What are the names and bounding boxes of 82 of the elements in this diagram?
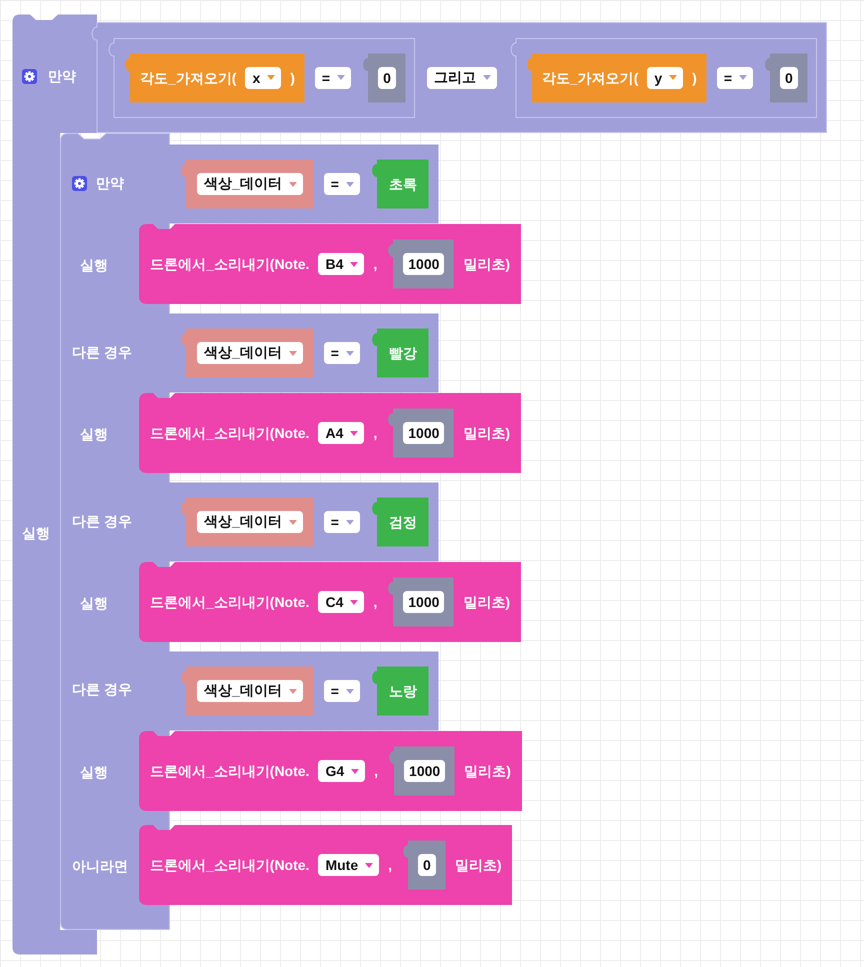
block-label: 각도_가져오기( (542, 68, 638, 88)
block-label: 노랑 (388, 682, 417, 701)
keyword-label: 아니라면 (72, 857, 128, 876)
function-block (524, 52, 707, 102)
dropdown: 그리고 (426, 66, 497, 88)
dropdown: 색상_데이터 (197, 342, 303, 364)
block-label: ) (290, 68, 295, 88)
dropdown: 색상_데이터 (197, 511, 303, 533)
variable-block (179, 328, 314, 378)
block-label: 빨강 (388, 344, 417, 363)
variable-block (179, 497, 314, 547)
block-label: , (373, 255, 378, 274)
dropdown: y (647, 66, 684, 88)
block-label: , (373, 424, 378, 443)
keyword-label: 실행 (80, 594, 108, 613)
command-block (139, 393, 522, 473)
function-block (123, 52, 305, 102)
block-label: 드론에서_소리내기(Note. (150, 762, 310, 781)
dropdown: = (324, 342, 360, 364)
number-field: 1000 (404, 760, 446, 782)
variable-block (179, 666, 314, 716)
dropdown: = (324, 511, 360, 533)
number-block (387, 746, 456, 796)
dropdown: A4 (318, 422, 364, 444)
block-label: ) (692, 68, 697, 88)
number-block (386, 577, 454, 627)
block-label: 밀리초) (463, 255, 510, 274)
number-field: 0 (418, 854, 436, 876)
block-label: 드론에서_소리내기(Note. (150, 856, 310, 875)
dropdown: Mute (318, 854, 380, 876)
block-label: 드론에서_소리내기(Note. (150, 593, 310, 612)
number-field: 1000 (403, 253, 444, 275)
keyword-label: 실행 (80, 256, 108, 275)
block-label: 드론에서_소리내기(Note. (150, 255, 310, 274)
number-block (386, 239, 454, 289)
keyword-label: 만약 (96, 174, 124, 193)
block-label: , (374, 762, 378, 781)
dropdown: B4 (318, 253, 364, 275)
block-label: 밀리초) (454, 856, 502, 875)
keyword-label: 실행 (80, 763, 108, 782)
constant-block (370, 497, 429, 547)
keyword-label: 실행 (80, 425, 108, 444)
keyword-label: 실행 (22, 524, 50, 543)
constant-block (370, 159, 429, 209)
command-block (139, 825, 512, 905)
command-block (139, 224, 522, 304)
dropdown: 색상_데이터 (197, 173, 303, 195)
block-label: 각도_가져오기( (140, 68, 236, 88)
block-label: 밀리초) (463, 424, 510, 443)
constant-block (370, 666, 429, 716)
command-block (139, 562, 522, 642)
keyword-label: 다른 경우 (72, 680, 132, 699)
block-label: 밀리초) (463, 593, 510, 612)
number-field: 1000 (403, 591, 444, 613)
block-label: , (388, 856, 392, 875)
command-block (139, 731, 522, 811)
dropdown: = (314, 66, 352, 88)
block-label: , (373, 593, 378, 612)
number-block (401, 840, 446, 890)
keyword-label: 만약 (48, 67, 76, 86)
constant-block (370, 328, 429, 378)
variable-block (179, 159, 314, 209)
number-block (386, 408, 454, 458)
compare-block (508, 38, 817, 118)
number-field: 0 (780, 66, 798, 88)
logic-block (90, 22, 827, 133)
block-label: 검정 (388, 513, 417, 532)
block-label: 밀리초) (464, 762, 511, 781)
compare-block (107, 38, 415, 118)
block-label: 초록 (388, 175, 417, 194)
dropdown: = (324, 173, 360, 195)
number-field: 1000 (403, 422, 444, 444)
dropdown: C4 (318, 591, 364, 613)
dropdown: x (245, 66, 282, 88)
keyword-label: 다른 경우 (72, 512, 132, 531)
dropdown: = (716, 66, 754, 88)
block-label: 드론에서_소리내기(Note. (150, 424, 310, 443)
dropdown: = (324, 680, 360, 702)
dropdown: G4 (318, 760, 366, 782)
number-field: 0 (378, 66, 396, 88)
keyword-label: 다른 경우 (72, 343, 132, 362)
dropdown: 색상_데이터 (197, 680, 303, 702)
